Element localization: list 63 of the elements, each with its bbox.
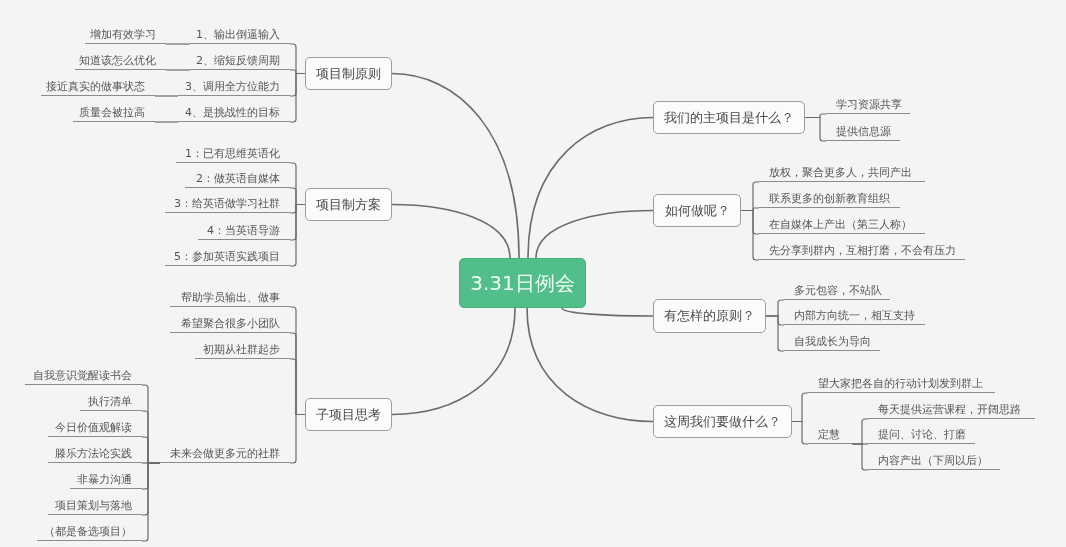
connector-line — [289, 72, 306, 123]
branch-label: 初期从社群起步 — [195, 342, 290, 359]
connector-curve — [391, 307, 516, 416]
topic-box: 这周我们要做什么？ — [653, 405, 792, 438]
branch-label: 提问、讨论、打磨 — [868, 427, 975, 444]
branch-label: 未来会做更多元的社群 — [160, 446, 290, 463]
topic-box: 如何做呢？ — [653, 194, 741, 227]
branch-label: 内容产出（下周以后） — [868, 453, 1000, 470]
connector-curve — [526, 307, 654, 423]
branch-label: 3：给英语做学习社群 — [165, 196, 290, 213]
topic-box: 子项目思考 — [305, 398, 392, 431]
branch-label: 非暴力沟通 — [70, 472, 142, 489]
branch-label: 接近真实的做事状态 — [41, 79, 155, 96]
branch-label: 1：已有思维英语化 — [176, 146, 290, 163]
branch-label: 增加有效学习 — [85, 27, 166, 44]
branch-label: 质量会被拉高 — [73, 105, 155, 122]
branch-label: 滕乐方法论实践 — [48, 446, 142, 463]
connector-line — [165, 69, 191, 71]
connector-curve — [561, 307, 654, 317]
branch-label: 帮助学员输出、做事 — [170, 290, 290, 307]
branch-label: 2：做英语自媒体 — [185, 171, 290, 188]
connector-line — [154, 95, 179, 97]
branch-label: 项目策划与落地 — [48, 498, 142, 515]
branch-label: 5：参加英语实践项目 — [165, 249, 290, 266]
connector-curve — [527, 116, 654, 259]
branch-label: 学习资源共享 — [826, 97, 910, 114]
topic-box: 项目制原则 — [305, 57, 392, 90]
branch-label: 联系更多的创新教育组织 — [759, 191, 900, 208]
topic-box: 我们的主项目是什么？ — [653, 101, 805, 134]
branch-label: 内部方向统一，相互支持 — [784, 308, 925, 325]
topic-box: 有怎样的原则？ — [653, 299, 766, 333]
connector-curve — [391, 203, 511, 259]
branch-label: 希望聚合很多小团队 — [170, 316, 290, 333]
connector-line — [791, 420, 809, 445]
connector-line — [289, 413, 306, 464]
connector-line — [740, 209, 760, 261]
branch-label: 提供信息源 — [826, 124, 900, 141]
central-topic: 3.31日例会 — [459, 258, 586, 308]
branch-label: 3、调用全方位能力 — [178, 79, 290, 96]
branch-label: 知道该怎么优化 — [75, 53, 166, 70]
branch-label: 在自媒体上产出（第三人称） — [759, 217, 925, 234]
branch-label: 每天提供运营课程，开阔思路 — [868, 402, 1035, 419]
branch-label: 定慧 — [808, 427, 852, 444]
branch-label: 今日价值观解读 — [48, 420, 142, 437]
branch-label: 放权，聚合更多人，共同产出 — [759, 165, 925, 182]
branch-label: （都是备选项目） — [37, 524, 142, 541]
branch-label: 1、输出倒逼输入 — [190, 27, 290, 44]
branch-label: 自我成长为导向 — [784, 334, 880, 351]
connector-line — [804, 116, 827, 142]
connector-curve — [535, 209, 654, 259]
connector-curve — [391, 72, 520, 259]
branch-label: 4：当英语导游 — [198, 223, 290, 240]
branch-label: 执行清单 — [80, 394, 142, 411]
branch-label: 自我意识觉醒读书会 — [25, 368, 142, 385]
connector-line — [289, 203, 306, 267]
branch-label: 望大家把各自的行动计划发到群上 — [808, 376, 995, 393]
branch-label: 2、缩短反馈周期 — [190, 53, 290, 70]
branch-label: 4、是挑战性的目标 — [178, 105, 290, 122]
topic-box: 项目制方案 — [305, 188, 392, 221]
branch-label: 先分享到群内，互相打磨，不会有压力 — [759, 243, 965, 260]
connector-line — [165, 43, 191, 45]
branch-label: 多元包容，不站队 — [784, 283, 890, 300]
connector-line — [154, 121, 179, 123]
